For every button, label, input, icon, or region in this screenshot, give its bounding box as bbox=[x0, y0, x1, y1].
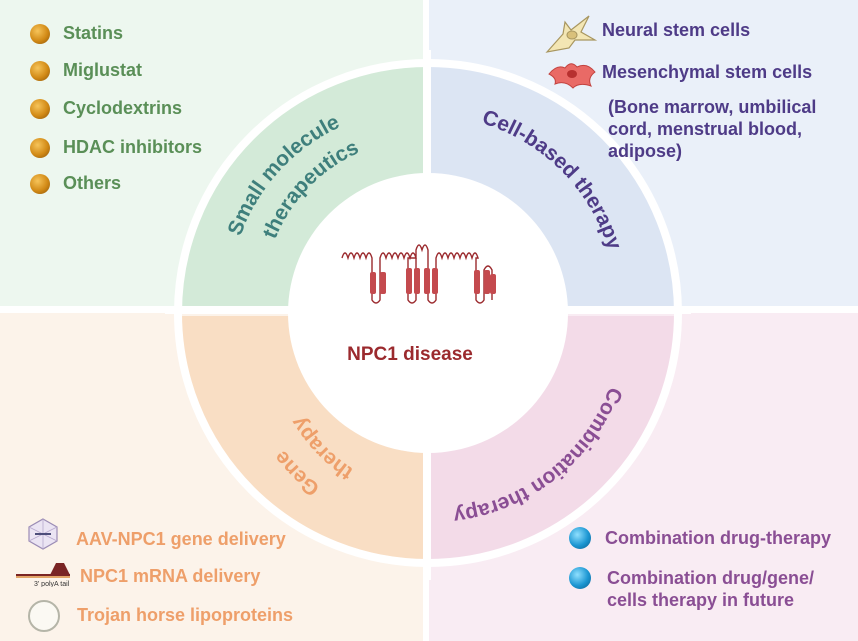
neural-stem-cell-icon bbox=[545, 15, 597, 53]
ring-sector-combination bbox=[431, 316, 678, 563]
small-molecule-item: Others bbox=[63, 173, 122, 193]
cell-source-note: (Bone marrow, umbilical cord, menstrual … bbox=[608, 97, 817, 161]
combination-item: Combination drug-therapy bbox=[605, 528, 831, 548]
polya-label: 3' polyA tail bbox=[34, 581, 70, 587]
ring-sector-gene bbox=[178, 316, 425, 563]
ring-sector-cell-based bbox=[431, 63, 678, 310]
small-molecule-item: Cyclodextrins bbox=[63, 98, 183, 118]
transmembrane-helices bbox=[370, 268, 496, 294]
cell-based-item: Neural stem cells bbox=[602, 20, 751, 40]
small-molecule-item: Miglustat bbox=[63, 60, 142, 80]
ring-sector-small-molecule bbox=[178, 63, 425, 310]
blue-bullet-icon bbox=[569, 567, 591, 589]
gold-bullet-icon bbox=[30, 138, 50, 158]
combination-item: Combination drug/gene/ cells therapy in … bbox=[607, 568, 814, 610]
lipoprotein-ring-icon bbox=[28, 600, 60, 632]
small-molecule-item: Statins bbox=[63, 23, 124, 43]
gold-bullet-icon bbox=[30, 61, 50, 81]
gene-item: Trojan horse lipoproteins bbox=[77, 605, 294, 625]
npc1-protein-icon bbox=[341, 244, 493, 304]
small-molecule-item: HDAC inhibitors bbox=[63, 137, 202, 157]
gene-item: AAV-NPC1 gene delivery bbox=[76, 529, 286, 549]
aav-capsid-icon bbox=[28, 518, 58, 550]
mrna-icon: 3' polyA tail bbox=[16, 563, 70, 587]
center-circle bbox=[288, 173, 568, 453]
blue-bullet-icon bbox=[569, 527, 591, 549]
gold-bullet-icon bbox=[30, 99, 50, 119]
mesenchymal-stem-cell-icon bbox=[548, 63, 596, 89]
gold-bullet-icon bbox=[30, 174, 50, 194]
gene-item: NPC1 mRNA delivery bbox=[80, 566, 261, 586]
gold-bullet-icon bbox=[30, 24, 50, 44]
cell-based-item: Mesenchymal stem cells bbox=[602, 62, 813, 82]
center-label: NPC1 disease bbox=[347, 344, 473, 365]
